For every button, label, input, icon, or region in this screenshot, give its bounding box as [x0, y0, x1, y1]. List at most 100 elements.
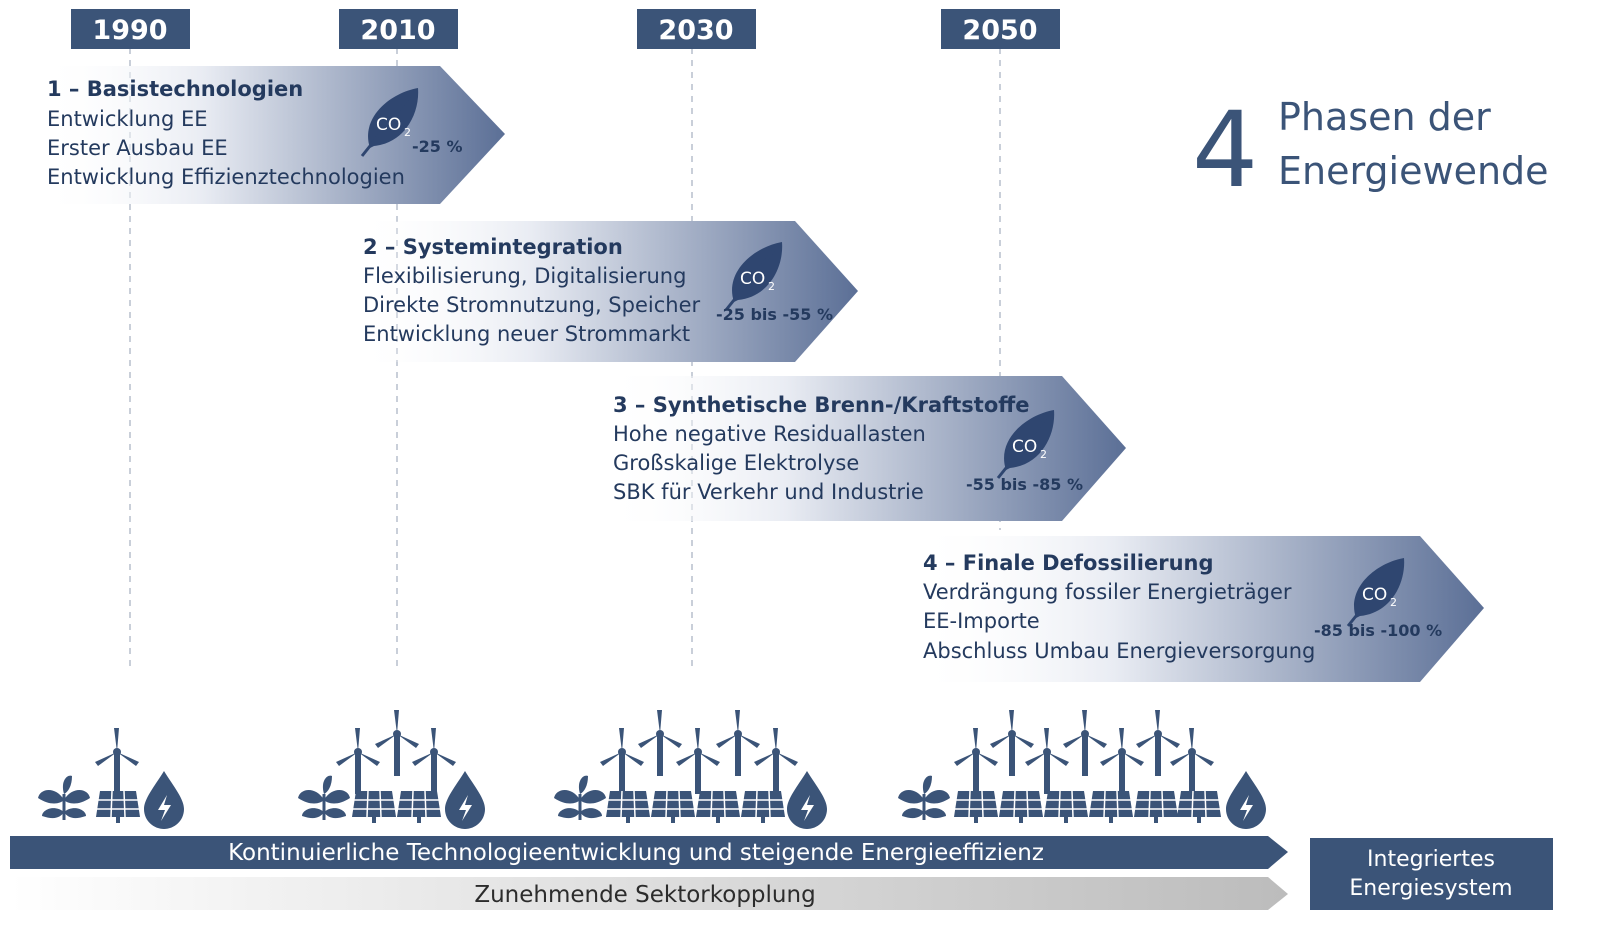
svg-text:CO: CO — [1362, 585, 1387, 605]
energy-icons-2030 — [552, 710, 827, 829]
phase-2-line-2: Direkte Stromnutzung, Speicher — [363, 293, 700, 317]
technology-bar — [10, 836, 1288, 869]
year-label-1990: 1990 — [92, 15, 167, 46]
bottom-bars: Kontinuierliche Technologieentwicklung u… — [10, 836, 1553, 910]
phase-1-line-3: Entwicklung Effizienztechnologien — [47, 165, 405, 189]
phase-1-arrow-shape — [40, 66, 505, 204]
co2-leaf-icon: CO 2 — [1346, 556, 1406, 628]
wind-turbine-icon — [600, 728, 644, 794]
solar-panel-icon — [1088, 790, 1134, 824]
svg-text:2: 2 — [1040, 448, 1047, 461]
water-drop-bolt-icon — [144, 771, 184, 829]
water-drop-bolt-icon — [787, 771, 827, 829]
solar-panel-icon — [605, 790, 651, 824]
integrated-system-line-2: Energiesystem — [1349, 876, 1512, 901]
svg-text:2: 2 — [1390, 596, 1397, 609]
wind-turbine-icon — [954, 728, 998, 794]
solar-panel-icon — [351, 790, 397, 824]
wind-turbine-icon — [375, 710, 419, 776]
year-box-1990 — [71, 9, 190, 49]
wind-turbine-icon — [716, 710, 760, 776]
phase-3-reduction: -55 bis -85 % — [966, 475, 1083, 494]
phase-3-arrow-shape — [604, 376, 1126, 521]
solar-panel-icon — [695, 790, 741, 824]
phase-arrow-3: 3 – Synthetische Brenn-/Kraftstoffe Hohe… — [604, 376, 1126, 521]
phase-1-line-1: Entwicklung EE — [47, 107, 208, 131]
wind-turbine-icon — [95, 728, 139, 794]
integrated-system-line-1: Integriertes — [1367, 847, 1495, 872]
solar-panel-icon — [953, 790, 999, 824]
phase-1-line-2: Erster Ausbau EE — [47, 136, 228, 160]
phase-4-arrow-shape — [915, 536, 1484, 682]
phase-2-arrow-shape — [355, 221, 858, 362]
water-drop-bolt-icon — [445, 771, 485, 829]
wind-turbine-icon — [336, 728, 380, 794]
solar-panel-icon — [1043, 790, 1089, 824]
phase-3-line-3: SBK für Verkehr und Industrie — [613, 480, 924, 504]
phase-4-title: 4 – Finale Defossilierung — [923, 551, 1214, 575]
year-box-2010 — [339, 9, 458, 49]
wind-turbine-icon — [990, 710, 1034, 776]
phase-2-line-3: Entwicklung neuer Strommarkt — [363, 322, 690, 346]
year-box-2030 — [637, 9, 756, 49]
svg-text:CO: CO — [740, 269, 765, 289]
phase-3-line-2: Großskalige Elektrolyse — [613, 451, 859, 475]
svg-text:2: 2 — [768, 280, 775, 293]
solar-panel-icon — [650, 790, 696, 824]
phase-1-reduction: -25 % — [412, 137, 463, 156]
phase-4-line-3: Abschluss Umbau Energieversorgung — [923, 639, 1315, 663]
solar-panel-icon — [396, 790, 442, 824]
integrated-system-box — [1310, 838, 1553, 910]
wind-turbine-icon — [1025, 728, 1069, 794]
year-label-2050: 2050 — [962, 15, 1037, 46]
plant-icon — [552, 774, 608, 822]
year-label-2030: 2030 — [658, 15, 733, 46]
wind-turbine-icon — [1100, 728, 1144, 794]
phase-4-line-1: Verdrängung fossiler Energieträger — [923, 580, 1292, 604]
wind-turbine-icon — [1063, 710, 1107, 776]
plant-icon — [36, 774, 92, 822]
svg-text:CO: CO — [1012, 437, 1037, 457]
phase-2-line-1: Flexibilisierung, Digitalisierung — [363, 264, 686, 288]
solar-panel-icon — [998, 790, 1044, 824]
year-labels: 1990 2010 2030 2050 — [71, 9, 1060, 49]
wind-turbine-icon — [676, 728, 720, 794]
year-box-2050 — [941, 9, 1060, 49]
co2-leaf-icon: CO 2 — [360, 86, 420, 158]
wind-turbine-icon — [1170, 728, 1214, 794]
solar-panel-icon — [1133, 790, 1179, 824]
phase-4-reduction: -85 bis -100 % — [1314, 621, 1442, 640]
plant-icon — [296, 774, 352, 822]
heading-line-1: Phasen der — [1278, 95, 1491, 139]
sector-coupling-label: Zunehmende Sektorkopplung — [474, 882, 815, 908]
phase-3-line-1: Hohe negative Residuallasten — [613, 422, 926, 446]
diagram-heading: 4 Phasen der Energiewende — [1192, 89, 1549, 211]
energy-icons-2010 — [296, 710, 485, 829]
solar-panel-icon — [95, 790, 141, 824]
phase-arrow-2: 2 – Systemintegration Flexibilisierung, … — [355, 221, 858, 362]
svg-text:2: 2 — [404, 126, 411, 139]
energy-icons-2050 — [896, 710, 1266, 829]
wind-turbine-icon — [638, 710, 682, 776]
phase-arrow-1: 1 – Basistechnologien Entwicklung EE Ers… — [40, 66, 505, 204]
water-drop-bolt-icon — [1226, 771, 1266, 829]
phase-1-title: 1 – Basistechnologien — [47, 77, 303, 101]
solar-panel-icon — [1176, 790, 1222, 824]
phase-3-title: 3 – Synthetische Brenn-/Kraftstoffe — [613, 393, 1030, 417]
wind-turbine-icon — [754, 728, 798, 794]
year-label-2010: 2010 — [360, 15, 435, 46]
wind-turbine-icon — [412, 728, 456, 794]
svg-text:CO: CO — [376, 115, 401, 135]
phase-2-title: 2 – Systemintegration — [363, 235, 623, 259]
solar-panel-icon — [740, 790, 786, 824]
heading-number: 4 — [1192, 89, 1258, 211]
co2-leaf-icon: CO 2 — [996, 408, 1056, 480]
phase-4-line-2: EE-Importe — [923, 609, 1040, 633]
phase-2-reduction: -25 bis -55 % — [716, 305, 833, 324]
wind-turbine-icon — [1136, 710, 1180, 776]
sector-coupling-bar — [10, 877, 1288, 910]
phase-arrow-4: 4 – Finale Defossilierung Verdrängung fo… — [915, 536, 1484, 682]
technology-bar-label: Kontinuierliche Technologieentwicklung u… — [228, 840, 1044, 866]
heading-line-2: Energiewende — [1278, 149, 1549, 193]
